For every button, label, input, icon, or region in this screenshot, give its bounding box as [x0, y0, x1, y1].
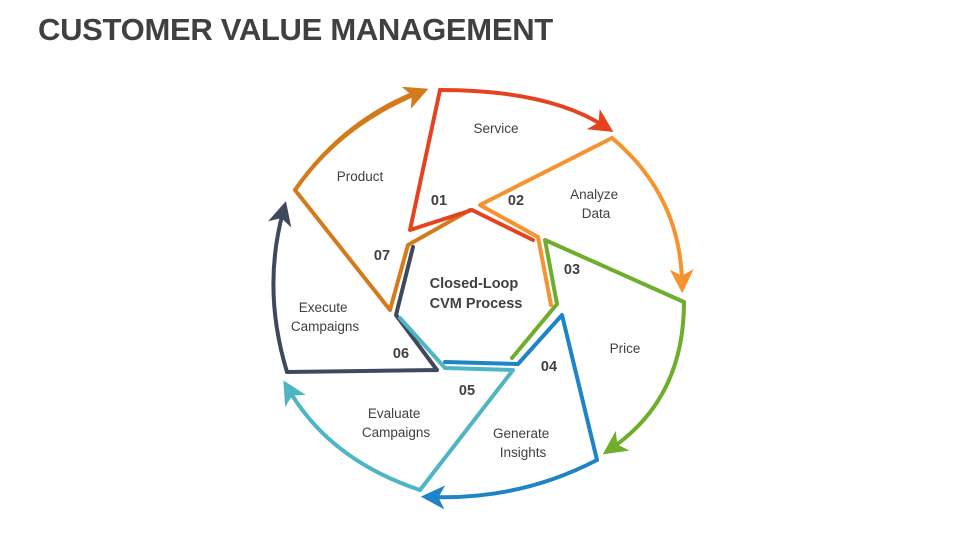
- segment-02-analyze-data: [478, 136, 694, 307]
- step-02-number: 02: [508, 193, 524, 209]
- step-01-number: 01: [431, 193, 447, 209]
- segment-05-evaluate-campaigns: [283, 316, 515, 492]
- segment-04-outline: [443, 313, 599, 462]
- segment-04-arrow: [420, 458, 599, 510]
- step-06-number: 06: [393, 346, 409, 362]
- segment-01-outline: [408, 88, 535, 242]
- step-03-number: 03: [564, 262, 580, 278]
- segment-02-outline: [478, 136, 614, 307]
- segment-03-arrow: [602, 300, 686, 455]
- segment-05-arrow: [283, 380, 422, 492]
- step-02-label: Analyze Data: [570, 187, 622, 221]
- step-05-number: 05: [459, 383, 475, 399]
- segment-07-product: [293, 86, 472, 312]
- segment-07-arrow: [293, 86, 429, 192]
- segment-06-execute-campaigns: [268, 201, 439, 374]
- segment-01-service: [408, 88, 614, 242]
- step-04-number: 04: [541, 359, 557, 375]
- segment-03-price: [510, 238, 686, 455]
- step-03-label: Price: [610, 341, 641, 356]
- center-label: Closed-Loop CVM Process: [430, 276, 523, 312]
- segment-02-arrow: [610, 136, 694, 294]
- step-06-label: Execute Campaigns: [291, 300, 360, 334]
- step-04-label: Generate Insights: [493, 426, 553, 460]
- step-01-label: Service: [473, 121, 518, 136]
- segment-01-arrow: [438, 88, 614, 133]
- segment-06-outline: [285, 245, 439, 374]
- step-07-label: Product: [337, 169, 384, 184]
- step-07-number: 07: [374, 248, 390, 264]
- step-05-label: Evaluate Campaigns: [362, 406, 431, 440]
- segment-06-arrow: [268, 201, 292, 374]
- segment-03-outline: [510, 238, 686, 360]
- page-title: CUSTOMER VALUE MANAGEMENT: [38, 12, 553, 47]
- segment-05-outline: [398, 316, 515, 492]
- segment-04-generate-insights: [420, 313, 599, 510]
